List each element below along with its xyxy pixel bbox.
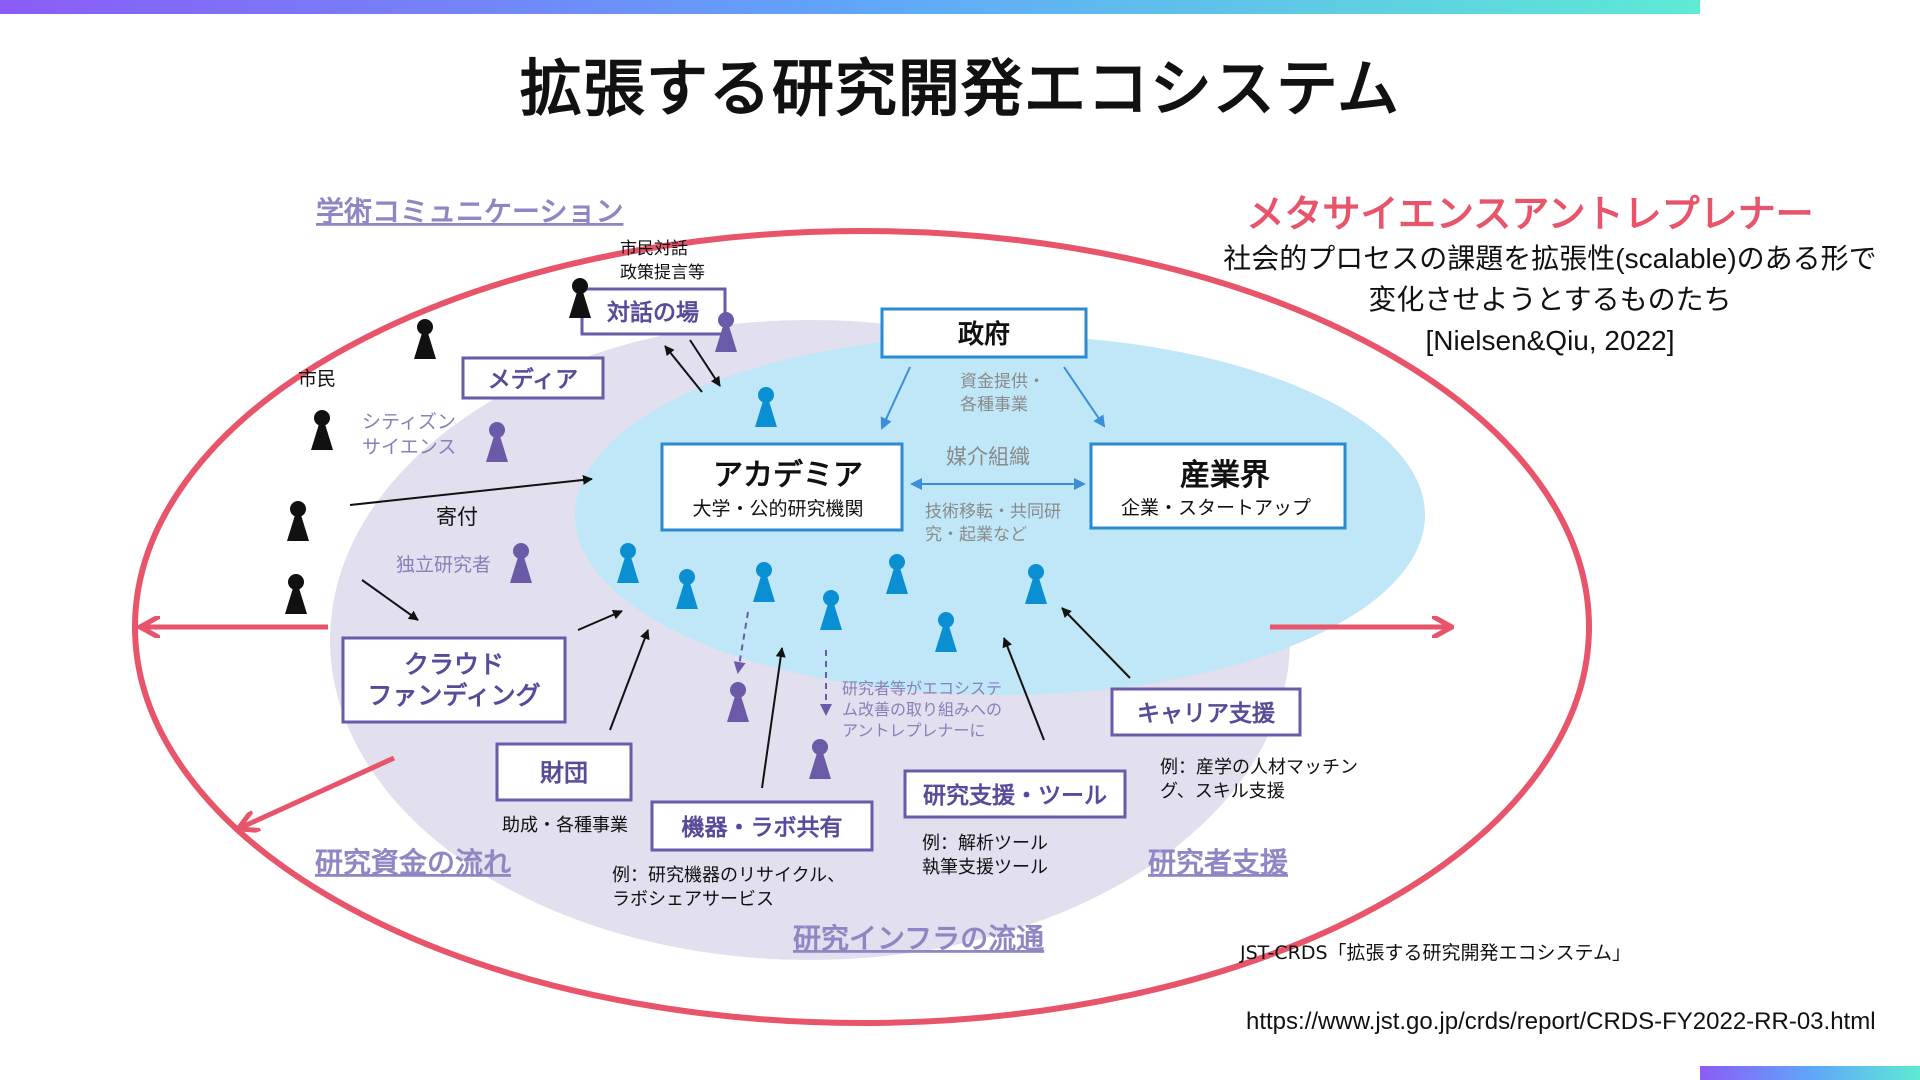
academia-box: アカデミア 大学・公的研究機関	[660, 442, 904, 532]
equipment-example-line1: 例：研究機器のリサイクル、	[612, 865, 845, 886]
tech-transfer-line2: 究・起業など	[925, 525, 1027, 545]
entrepreneur-line2: ム改善の取り組みへの	[842, 700, 1002, 719]
arrow-equipment-to-academia	[761, 647, 786, 789]
person-icon	[755, 387, 777, 427]
person-icon	[676, 569, 698, 609]
arrow-citizen-to-crowdfunding	[361, 579, 419, 621]
person-icon	[715, 312, 737, 352]
citizen-dialogue-line1: 市民対話	[620, 239, 688, 259]
person-icon	[617, 543, 639, 583]
person-icon	[510, 543, 532, 583]
tools-example-line1: 例：解析ツール	[922, 833, 1048, 854]
entrepreneur-line1: 研究者等がエコシステ	[842, 679, 1002, 698]
career-title: キャリア支援	[1137, 701, 1276, 727]
research-tools-title: 研究支援・ツール	[923, 782, 1107, 809]
media-box: メディア	[461, 356, 605, 400]
tools-example-line2: 執筆支援ツール	[922, 857, 1048, 878]
citizens-label: 市民	[298, 368, 336, 390]
arrow-career-to-academia	[1061, 607, 1131, 679]
gov-funding-line2: 各種事業	[960, 395, 1028, 415]
citizen-science-line1: シティズン	[362, 411, 456, 433]
label-infra-flow: 研究インフラの流通	[793, 922, 1044, 955]
person-icon	[414, 319, 436, 359]
meta-entrepreneur-description: 社会的プロセスの課題を拡張性(scalable)のある形で 変化させようとするも…	[1180, 238, 1920, 361]
research-tools-box: 研究支援・ツール	[903, 769, 1127, 819]
red-ecosystem-ellipse	[132, 228, 1592, 1026]
arrow-gov-to-academia	[880, 366, 911, 430]
tech-transfer-line1: 技術移転・共同研	[925, 502, 1061, 522]
career-example-line2: グ、スキル支援	[1160, 781, 1285, 802]
gov-funding-line1: 資金提供・	[960, 372, 1045, 392]
donation-label: 寄付	[436, 505, 478, 529]
industry-box: 産業界 企業・スタートアップ	[1089, 442, 1347, 530]
crowdfunding-line1: クラウド	[404, 650, 504, 679]
person-icon	[886, 554, 908, 594]
citizen-dialogue-line2: 政策提言等	[620, 263, 705, 283]
intermediary-label: 媒介組織	[946, 445, 1030, 469]
equipment-box: 機器・ラボ共有	[650, 800, 874, 852]
industry-subtitle: 企業・スタートアップ	[1121, 497, 1311, 519]
person-icon	[311, 410, 333, 450]
person-icon	[727, 682, 749, 722]
foundation-box: 財団	[495, 742, 633, 802]
bottom-gradient-bar	[1700, 1066, 1920, 1080]
independent-researcher-label: 独立研究者	[396, 554, 491, 576]
person-icon	[935, 612, 957, 652]
arrow-gov-to-industry	[1063, 366, 1106, 428]
top-gradient-bar	[0, 0, 1700, 14]
equipment-title: 機器・ラボ共有	[682, 814, 843, 841]
meta-citation: [Nielsen&Qiu, 2022]	[1425, 325, 1675, 356]
foundation-title: 財団	[540, 759, 588, 787]
arrow-donation-to-academia	[349, 474, 593, 506]
entrepreneur-line3: アントレプレナーに	[842, 721, 985, 740]
citizen-science-line2: サイエンス	[362, 436, 456, 458]
arrow-foundation-to-academia	[609, 629, 650, 731]
equipment-example-line2: ラボシェアサービス	[612, 889, 774, 910]
label-funding-flow: 研究資金の流れ	[315, 846, 511, 879]
arrow-crowdfunding-to-academia	[577, 609, 623, 631]
meta-desc-line2: 変化させようとするものたち	[1368, 284, 1732, 315]
person-icon	[569, 278, 591, 318]
career-box: キャリア支援	[1110, 687, 1302, 737]
source-credit: JST-CRDS「拡張する研究開発エコシステム」	[1240, 942, 1631, 964]
person-icon	[486, 422, 508, 462]
crowdfunding-line2: ファンディング	[367, 681, 540, 710]
arrow-dialogue-to-academia	[689, 339, 721, 387]
meta-entrepreneur-title: メタサイエンスアントレプレナー	[1246, 192, 1814, 236]
dialogue-title: 対話の場	[607, 299, 699, 326]
source-url[interactable]: https://www.jst.go.jp/crds/report/CRDS-F…	[1246, 1008, 1876, 1035]
career-example-line1: 例：産学の人材マッチン	[1160, 757, 1358, 778]
person-icon	[1025, 564, 1047, 604]
industry-title: 産業界	[1180, 458, 1270, 493]
inner-blue-ellipse	[575, 335, 1425, 695]
person-icon	[753, 562, 775, 602]
person-icon	[809, 739, 831, 779]
label-researcher-support: 研究者支援	[1148, 846, 1289, 879]
crowdfunding-box: クラウド ファンディング	[341, 636, 567, 724]
person-icon	[820, 590, 842, 630]
slide-title: 拡張する研究開発エコシステム	[519, 52, 1401, 125]
arrow-academia-to-dialogue	[664, 345, 703, 393]
meta-desc-line1: 社会的プロセスの課題を拡張性(scalable)のある形で	[1223, 243, 1877, 274]
academia-title: アカデミア	[713, 458, 863, 493]
label-communication: 学術コミュニケーション	[316, 195, 623, 228]
media-title: メディア	[488, 366, 578, 393]
dialogue-box: 対話の場	[580, 287, 727, 336]
government-title: 政府	[958, 319, 1010, 350]
government-box: 政府	[880, 307, 1088, 359]
person-icon	[285, 574, 307, 614]
foundation-subtitle: 助成・各種事業	[502, 815, 628, 836]
red-arrow-down-left	[240, 755, 396, 828]
arrow-tools-to-academia	[1002, 637, 1045, 741]
person-icon	[287, 501, 309, 541]
academia-subtitle: 大学・公的研究機関	[692, 498, 863, 520]
